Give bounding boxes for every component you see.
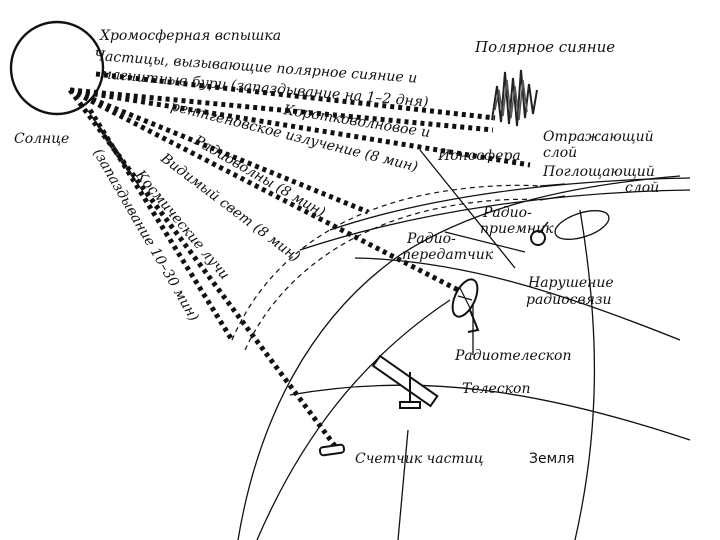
absorbing-layer-label-1: Поглощающий	[542, 164, 655, 180]
particle-counter-label: Счетчик частиц	[355, 451, 483, 467]
disruption-label-2: радиосвязи	[526, 292, 612, 308]
radio-receiver-icon	[530, 221, 549, 246]
radio-link-line	[444, 231, 526, 253]
chromo-flare-label: Хромосферная вспышка	[99, 28, 281, 44]
aurora-label: Полярное сияние	[474, 38, 615, 56]
aurora-icon	[491, 69, 538, 127]
particles-ray	[69, 87, 494, 133]
telescope-icon	[371, 354, 439, 409]
shortwave-ray	[69, 87, 531, 168]
sun-circle	[9, 20, 105, 116]
disruption-pointer	[419, 149, 516, 269]
particle-counter-icon	[318, 443, 346, 457]
reflecting-layer-label-1: Отражающий	[543, 129, 654, 145]
transmitter-label-1: Радио-	[406, 231, 456, 247]
particles-ray-2	[95, 71, 496, 121]
sun-label: Солнце	[14, 131, 69, 147]
radiowave-ray	[69, 87, 369, 215]
visible-light-ray	[68, 87, 464, 295]
radiotelescope-label: Радиотелескоп	[454, 348, 572, 364]
transmitter-label-2: передатчик	[402, 247, 494, 263]
cosmic-ray	[67, 88, 341, 452]
ionosphere-layers	[231, 183, 566, 351]
receiver-label-2: приемник	[480, 221, 554, 237]
receiver-label-1: Радио-	[482, 205, 532, 221]
disruption-label-1: Нарушение	[527, 275, 614, 291]
reflecting-layer-label-2: слой	[543, 145, 577, 161]
telescope-label: Телескоп	[462, 381, 530, 397]
radiotelescope-icon	[451, 278, 480, 333]
earth-label: Земля	[529, 451, 575, 467]
radiation-rays	[67, 71, 531, 452]
absorbing-layer-label-2: слой	[625, 180, 659, 196]
cosmic-ray-2	[87, 108, 235, 342]
ionosphere-label: Ионосфера	[437, 148, 521, 164]
